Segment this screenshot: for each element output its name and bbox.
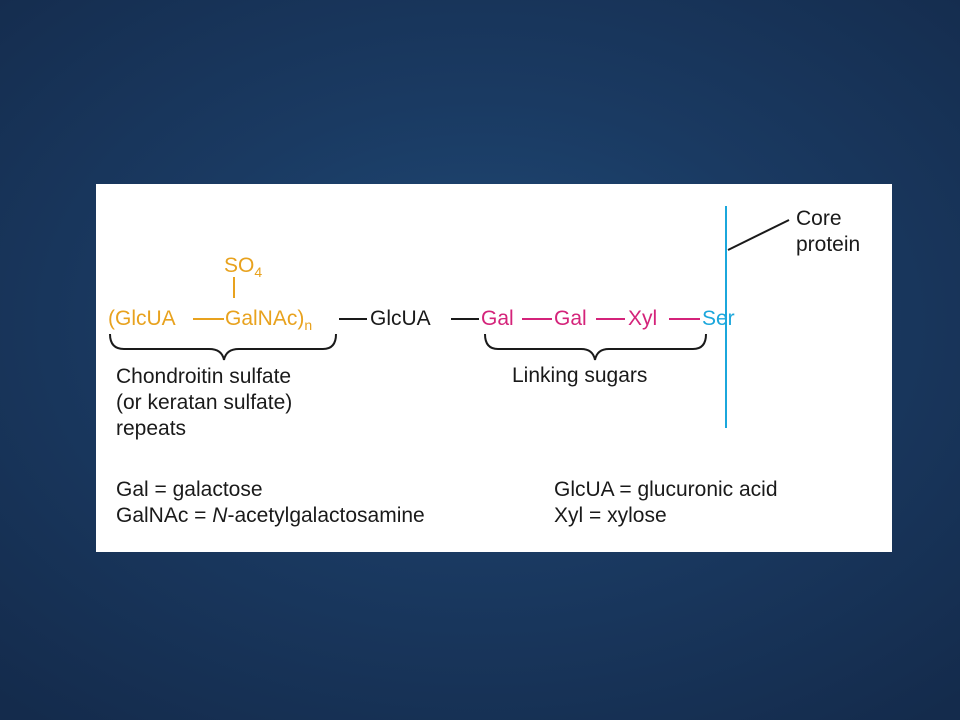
repeats-brace <box>109 333 337 361</box>
ser-label: Ser <box>702 307 735 330</box>
core-protein-label: Core protein <box>796 207 861 256</box>
xyl-label: Xyl <box>628 307 658 330</box>
sulfate-label: SO4 <box>224 254 263 280</box>
linking-brace <box>484 333 707 361</box>
legend-galnac: GalNAc = N-acetylgalactosamine <box>116 504 425 527</box>
legend-xyl: Xyl = xylose <box>554 504 667 527</box>
glcua-label: GlcUA <box>370 307 431 330</box>
linking-brace-label: Linking sugars <box>512 364 648 387</box>
legend-gal: Gal = galactose <box>116 478 263 501</box>
repeat-glcua-label: (GlcUA <box>108 307 176 330</box>
proteoglycan-diagram: SO4 (GlcUA GalNAc)n GlcUA Gal Gal Xyl Se… <box>96 184 892 552</box>
legend-glcua: GlcUA = glucuronic acid <box>554 478 778 501</box>
repeats-brace-label: Chondroitin sulfate (or keratan sulfate)… <box>116 365 293 440</box>
repeat-galnac-label: GalNAc)n <box>225 307 313 333</box>
gal1-label: Gal <box>481 307 514 330</box>
core-protein-leader <box>727 219 790 251</box>
diagram-lines <box>109 206 790 428</box>
gal2-label: Gal <box>554 307 587 330</box>
